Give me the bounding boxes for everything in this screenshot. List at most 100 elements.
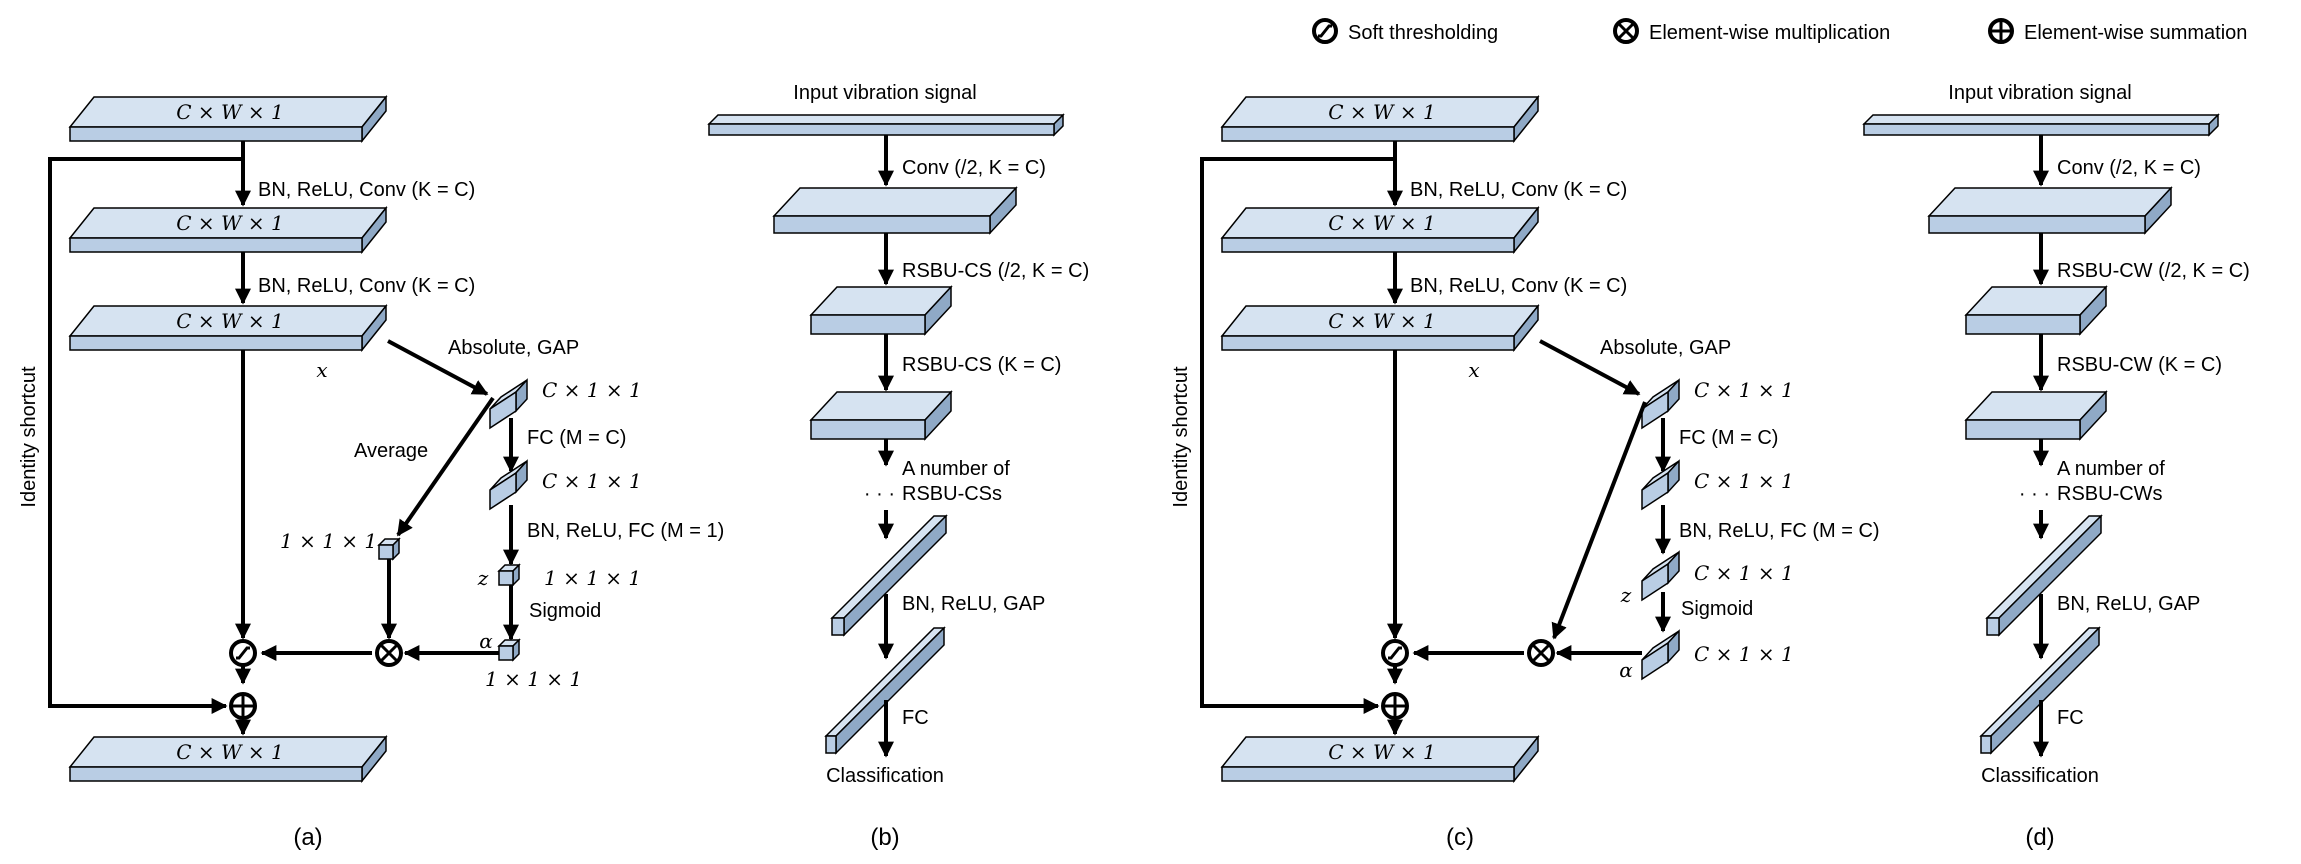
input-label-b: Input vibration signal <box>793 82 976 104</box>
svg-text:x: x <box>316 358 327 382</box>
svg-text:Conv (/2, K = C): Conv (/2, K = C) <box>2057 157 2201 179</box>
svg-text:C × 1 × 1: C × 1 × 1 <box>1694 642 1794 666</box>
identity-shortcut-a <box>48 157 243 714</box>
summation-node-a <box>229 692 257 720</box>
summation-icon <box>1988 18 2014 44</box>
svg-text:BN, ReLU, GAP: BN, ReLU, GAP <box>2057 593 2200 615</box>
svg-text:A number of: A number of <box>902 458 1010 480</box>
caption-b: (b) <box>870 824 899 851</box>
soft-thresholding-icon <box>1312 18 1338 44</box>
svg-text:RSBU-CW (K = C): RSBU-CW (K = C) <box>2057 354 2222 376</box>
svg-text:C × W × 1: C × W × 1 <box>176 100 284 124</box>
soft-threshold-node-c <box>1381 639 1409 667</box>
block-a-middle: C × W × 1 <box>68 205 388 255</box>
svg-text:C × W × 1: C × W × 1 <box>176 740 284 764</box>
svg-text:BN, ReLU, Conv (K = C): BN, ReLU, Conv (K = C) <box>258 275 475 297</box>
svg-text:C × 1 × 1: C × 1 × 1 <box>1694 561 1794 585</box>
legend-element-wise-summation: Element-wise summation <box>2024 22 2247 44</box>
block-c-top: C × W × 1 <box>1220 94 1540 144</box>
arrow-a-gap <box>387 339 489 396</box>
panel-c: C × W × 1 C × W × 1 C × W × 1 C × W × 1 … <box>1170 94 1880 851</box>
svg-text:FC: FC <box>2057 707 2084 729</box>
svg-text:A number of: A number of <box>2057 458 2165 480</box>
svg-text:C × W × 1: C × W × 1 <box>1328 309 1436 333</box>
bar-c-z <box>1641 550 1680 602</box>
svg-text:FC (M = C): FC (M = C) <box>1679 427 1778 449</box>
svg-text:1 × 1 × 1: 1 × 1 × 1 <box>485 667 582 691</box>
soft-threshold-node-a <box>229 639 257 667</box>
identity-shortcut-a-label: Identity shortcut <box>18 366 40 508</box>
svg-text:Absolute, GAP: Absolute, GAP <box>1600 337 1731 359</box>
bar-c-gap <box>1641 378 1680 430</box>
svg-text:C × 1 × 1: C × 1 × 1 <box>542 469 642 493</box>
svg-text:Sigmoid: Sigmoid <box>1681 598 1753 620</box>
block-c-bottom: C × W × 1 <box>1220 734 1540 784</box>
block-d-fc <box>1979 626 2101 755</box>
svg-text:α: α <box>479 629 493 653</box>
bar-c-alpha <box>1641 629 1680 681</box>
svg-text:C × W × 1: C × W × 1 <box>1328 100 1436 124</box>
svg-text:FC: FC <box>902 707 929 729</box>
legend: Soft thresholding Element-wise multiplic… <box>1312 18 2247 44</box>
multiplication-node-c <box>1527 639 1555 667</box>
caption-a: (a) <box>293 824 322 851</box>
caption-c: (c) <box>1446 824 1474 851</box>
cube-a-alpha <box>497 638 521 662</box>
legend-element-wise-multiplication: Element-wise multiplication <box>1649 22 1890 44</box>
svg-text:Absolute, GAP: Absolute, GAP <box>448 337 579 359</box>
svg-text:1 × 1 × 1: 1 × 1 × 1 <box>280 529 377 553</box>
classification-d: Classification <box>1981 765 2099 787</box>
svg-text:BN, ReLU, Conv (K = C): BN, ReLU, Conv (K = C) <box>1410 179 1627 201</box>
block-b-gap <box>830 514 948 637</box>
svg-text:BN, ReLU, FC (M = 1): BN, ReLU, FC (M = 1) <box>527 520 724 542</box>
svg-text:RSBU-CSs: RSBU-CSs <box>902 483 1002 505</box>
block-b-rsbu-1 <box>809 285 953 336</box>
svg-text:RSBU-CS (/2, K = C): RSBU-CS (/2, K = C) <box>902 260 1089 282</box>
block-b-rsbu-2 <box>809 390 953 441</box>
cube-a-average <box>377 537 401 561</box>
block-d-rsbu-1 <box>1964 285 2108 336</box>
block-c-middle: C × W × 1 <box>1220 205 1540 255</box>
svg-text:RSBU-CS (K = C): RSBU-CS (K = C) <box>902 354 1061 376</box>
svg-text:BN, ReLU, FC (M = C): BN, ReLU, FC (M = C) <box>1679 520 1880 542</box>
panel-d: Input vibration signal Conv (/2, K = C) … <box>1862 82 2250 851</box>
svg-text:Sigmoid: Sigmoid <box>529 600 601 622</box>
svg-text:BN, ReLU, Conv (K = C): BN, ReLU, Conv (K = C) <box>258 179 475 201</box>
svg-text:x: x <box>1468 358 1479 382</box>
svg-text:· · ·: · · · <box>864 483 895 505</box>
svg-text:C × 1 × 1: C × 1 × 1 <box>1694 469 1794 493</box>
panel-a: C × W × 1 C × W × 1 C × W × 1 C × W × 1 … <box>18 94 724 851</box>
bar-c-fc1 <box>1641 459 1680 511</box>
svg-text:C × W × 1: C × W × 1 <box>1328 740 1436 764</box>
summation-node-c <box>1381 692 1409 720</box>
block-b-conv <box>772 186 1018 235</box>
svg-text:C × 1 × 1: C × 1 × 1 <box>1694 378 1794 402</box>
block-d-input <box>1862 113 2220 137</box>
svg-text:α: α <box>1619 658 1633 682</box>
identity-shortcut-c-label: Identity shortcut <box>1170 366 1192 508</box>
multiplication-icon <box>1613 18 1639 44</box>
input-label-d: Input vibration signal <box>1948 82 2131 104</box>
svg-text:C × W × 1: C × W × 1 <box>1328 211 1436 235</box>
caption-d: (d) <box>2025 824 2054 851</box>
legend-soft-thresholding: Soft thresholding <box>1348 22 1498 44</box>
svg-text:RSBU-CWs: RSBU-CWs <box>2057 483 2163 505</box>
classification-b: Classification <box>826 765 944 787</box>
svg-text:RSBU-CW (/2, K = C): RSBU-CW (/2, K = C) <box>2057 260 2250 282</box>
bar-a-gap <box>489 378 528 430</box>
block-b-fc <box>824 626 946 755</box>
block-d-conv <box>1927 186 2173 235</box>
multiplication-node-a <box>375 639 403 667</box>
identity-shortcut-c <box>1200 157 1395 714</box>
block-d-gap <box>1985 514 2103 637</box>
block-a-bottom: C × W × 1 <box>68 734 388 784</box>
block-c-feature: C × W × 1 <box>1220 303 1540 353</box>
svg-text:Conv (/2, K = C): Conv (/2, K = C) <box>902 157 1046 179</box>
block-a-top: C × W × 1 <box>68 94 388 144</box>
block-b-input <box>707 113 1065 137</box>
block-d-rsbu-2 <box>1964 390 2108 441</box>
svg-text:C × W × 1: C × W × 1 <box>176 211 284 235</box>
svg-text:BN, ReLU, Conv (K = C): BN, ReLU, Conv (K = C) <box>1410 275 1627 297</box>
svg-text:C × 1 × 1: C × 1 × 1 <box>542 378 642 402</box>
